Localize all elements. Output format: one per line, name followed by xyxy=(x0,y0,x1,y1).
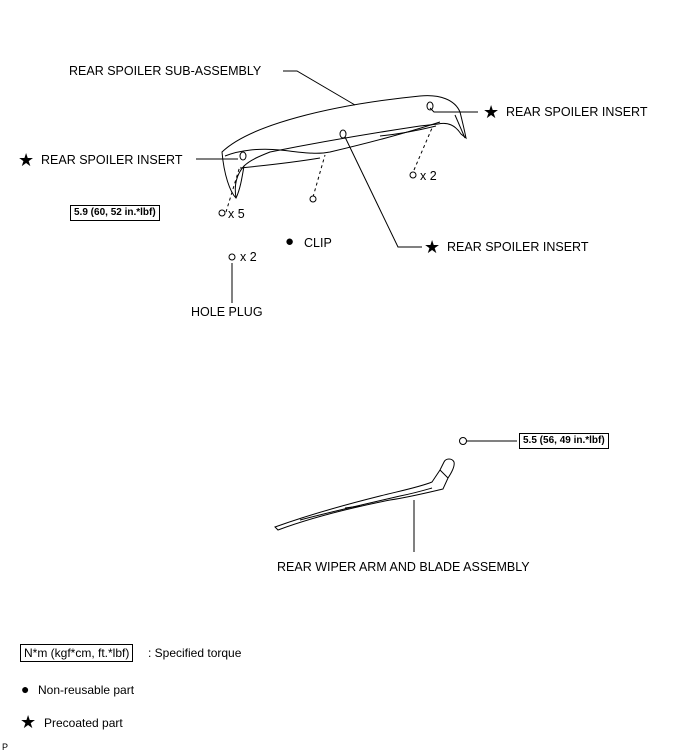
star-icon: ★ xyxy=(424,237,441,257)
spoiler-insert-label-right: REAR SPOILER INSERT xyxy=(506,105,648,119)
quantity-label-right: x 2 xyxy=(420,169,437,183)
hole-plug-label: HOLE PLUG xyxy=(191,305,263,319)
fasteners xyxy=(218,171,467,445)
leader-lines xyxy=(196,70,517,552)
footer-code: P xyxy=(2,742,9,752)
dashed-lines xyxy=(225,127,433,213)
spoiler-insert-label-left: REAR SPOILER INSERT xyxy=(41,153,183,167)
torque-box-wiper: 5.5 (56, 49 in.*lbf) xyxy=(519,433,609,449)
filled-circle-icon: ● xyxy=(285,233,295,250)
star-icon: ★ xyxy=(483,102,500,122)
star-icon: ★ xyxy=(20,712,37,732)
legend-nonreusable-text: Non-reusable part xyxy=(38,683,135,697)
wiper-label: REAR WIPER ARM AND BLADE ASSEMBLY xyxy=(277,560,530,574)
legend-torque-box: N*m (kgf*cm, ft.*lbf) xyxy=(20,644,134,662)
star-icon: ★ xyxy=(18,150,35,170)
legend-precoated-text: Precoated part xyxy=(44,716,123,730)
filled-circle-icon: ● xyxy=(21,681,30,697)
quantity-label-bolts: x 5 xyxy=(228,207,245,221)
torque-box-spoiler: 5.9 (60, 52 in.*lbf) xyxy=(70,205,160,221)
rear-spoiler-shape xyxy=(221,95,467,199)
quantity-label-hole-plug: x 2 xyxy=(240,250,257,264)
legend-torque-text: : Specified torque xyxy=(148,646,242,660)
spoiler-insert-marks xyxy=(239,101,434,161)
wiper-arm-shape xyxy=(274,458,455,531)
clip-label: CLIP xyxy=(304,236,332,250)
spoiler-sub-assembly-label: REAR SPOILER SUB-ASSEMBLY xyxy=(69,64,262,78)
spoiler-insert-label-center: REAR SPOILER INSERT xyxy=(447,240,589,254)
